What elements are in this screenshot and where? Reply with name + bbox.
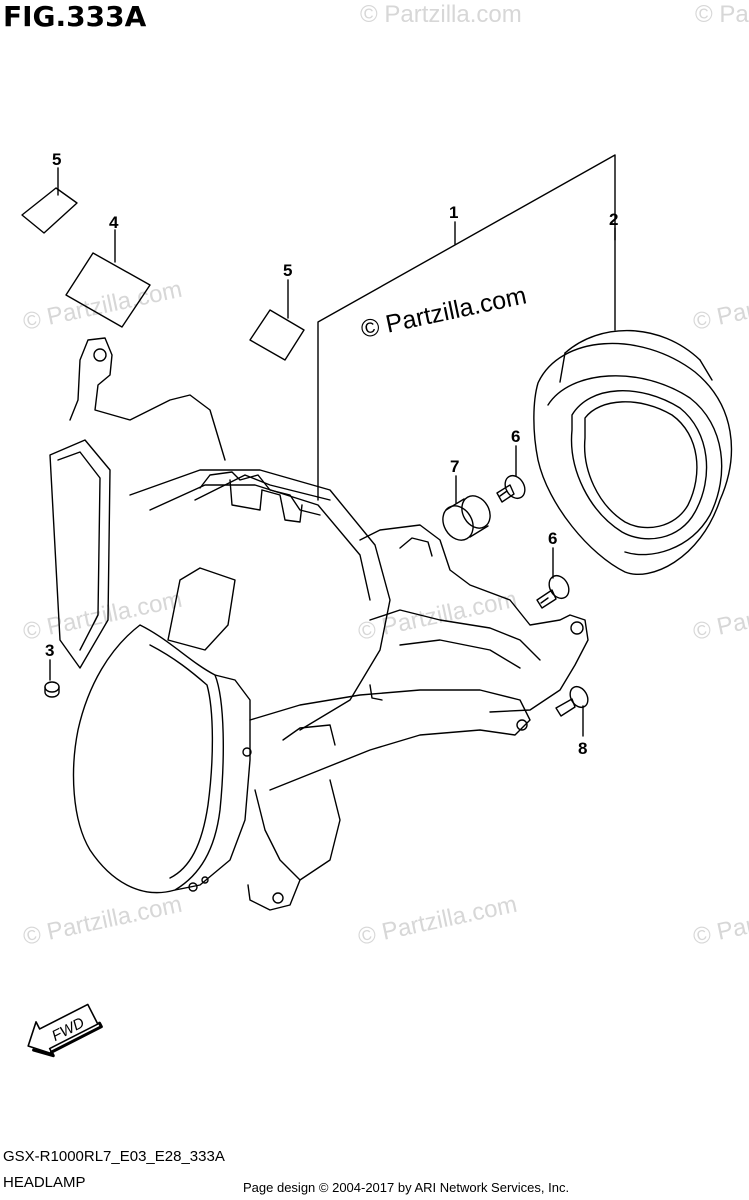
leader-lines [49,154,616,737]
part-5b-label-sticker [249,309,305,361]
watermark-main: © Partzilla.com [358,281,529,343]
diagram-name: HEADLAMP [3,1174,86,1191]
callout-1: 1 [449,203,458,222]
watermark-text: © Partzilla.com [691,586,749,646]
headlamp-lens [72,624,224,894]
watermark-group: © Partzilla.com © Partzilla.com © Partzi… [21,1,749,951]
callout-2: 2 [609,210,618,229]
figure-title: FIG.333A [3,0,147,33]
callout-6b: 6 [548,529,557,548]
callout-5a: 5 [52,150,61,169]
callout-4: 4 [109,213,119,232]
watermark-text: © Partzilla.com [691,276,749,336]
part-2-headlamp-bezel [533,329,733,576]
callout-7: 7 [450,457,459,476]
watermark-text: © Partzilla.com [21,276,185,336]
watermark-text: © Partzilla.com [360,1,522,28]
part-8-screw [555,685,589,717]
part-4-label-sticker [65,252,151,328]
watermark-text: © Partzilla.com [695,1,749,28]
part-5-label-sticker [21,187,78,234]
model-code: GSX-R1000RL7_E03_E28_333A [3,1148,225,1165]
part-3-cap [44,681,60,698]
watermark-text: © Partzilla.com [21,891,185,951]
page-credit: Page design © 2004-2017 by ARI Network S… [243,1180,570,1195]
callout-5b: 5 [283,261,292,280]
part-1-headlamp-assembly [49,337,589,911]
callout-6a: 6 [511,427,520,446]
fwd-arrow-icon: FWD [27,1003,103,1058]
callout-8: 8 [578,739,587,758]
watermark-text: © Partzilla.com [356,891,520,951]
watermark-text: © Partzilla.com [691,891,749,951]
part-7-grommet [442,495,491,541]
part-6-screw-lower [536,574,570,609]
part-6-screw-upper [496,474,526,503]
callout-3: 3 [45,641,54,660]
